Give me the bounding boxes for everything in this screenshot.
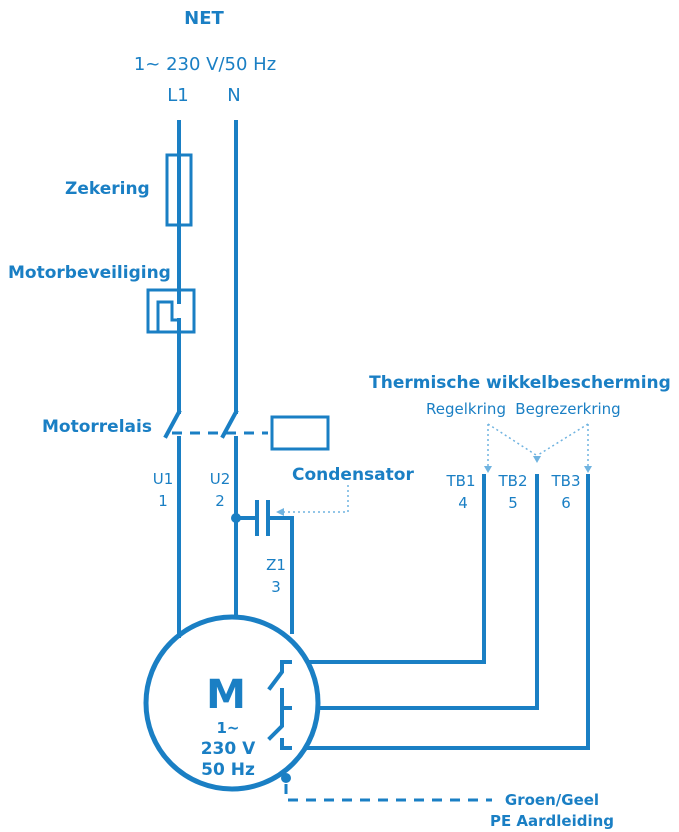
- motor-voltage: 230 V: [201, 739, 256, 759]
- thermal-title: Thermische wikkelbescherming: [369, 373, 671, 393]
- supply-label: 1~ 230 V/50 Hz: [134, 54, 276, 75]
- terminal-tb3: TB3: [551, 472, 581, 490]
- pointer-tb1-arrow: [484, 466, 492, 473]
- terminal-tb1: TB1: [446, 472, 476, 490]
- relay-contact-n: [220, 409, 239, 439]
- capacitor-pointer: [276, 485, 349, 513]
- ground-dot: [281, 773, 291, 783]
- motor-relay-label: Motorrelais: [42, 417, 152, 437]
- ground-wire: [284, 784, 492, 802]
- terminal-tb2-num: 5: [508, 494, 518, 512]
- limiter-circuit-label: Begrezerkring: [515, 400, 620, 418]
- wire-tb1: [288, 474, 486, 664]
- capacitor-wire-z1: [266, 516, 294, 634]
- terminal-tb3-num: 6: [561, 494, 571, 512]
- thermal-switch-2: [267, 716, 292, 750]
- terminal-tb2: TB2: [498, 472, 528, 490]
- terminal-u2: U2: [210, 470, 231, 488]
- l1-label: L1: [167, 85, 188, 106]
- terminal-u1-num: 1: [158, 492, 168, 510]
- pointer-tb2-left: [487, 423, 537, 456]
- capacitor-pointer-arrow: [276, 508, 284, 516]
- terminal-tb1-num: 4: [458, 494, 468, 512]
- terminal-z1-num: 3: [271, 578, 281, 596]
- ground-label-pe: PE Aardleiding: [490, 812, 614, 830]
- pointer-tb2-right: [537, 423, 589, 456]
- motor-protection-symbol: [146, 288, 196, 334]
- terminal-z1: Z1: [266, 556, 286, 574]
- capacitor-label: Condensator: [292, 465, 414, 485]
- pointer-tb3-arrow: [584, 466, 592, 473]
- net-title: NET: [184, 8, 224, 29]
- motor-symbol: [143, 614, 321, 792]
- wire-tb2: [288, 474, 539, 710]
- n-label: N: [227, 85, 240, 106]
- relay-coil: [270, 415, 330, 451]
- fuse-label: Zekering: [65, 179, 150, 199]
- control-circuit-label: Regelkring: [426, 400, 506, 418]
- relay-contact-l1: [163, 409, 182, 439]
- terminal-u1: U1: [153, 470, 174, 488]
- pointer-tb2-arrow: [533, 456, 541, 463]
- junction-dot: [231, 513, 241, 523]
- motor-phase: 1~: [216, 719, 239, 737]
- motor-protection-label: Motorbeveiliging: [8, 263, 171, 283]
- wire-tb3: [288, 474, 590, 750]
- motor-letter: M: [206, 672, 246, 718]
- motor-protection-element: [156, 300, 179, 332]
- motor-frequency: 50 Hz: [201, 760, 255, 780]
- terminal-u2-num: 2: [215, 492, 225, 510]
- ground-label-color: Groen/Geel: [505, 791, 599, 809]
